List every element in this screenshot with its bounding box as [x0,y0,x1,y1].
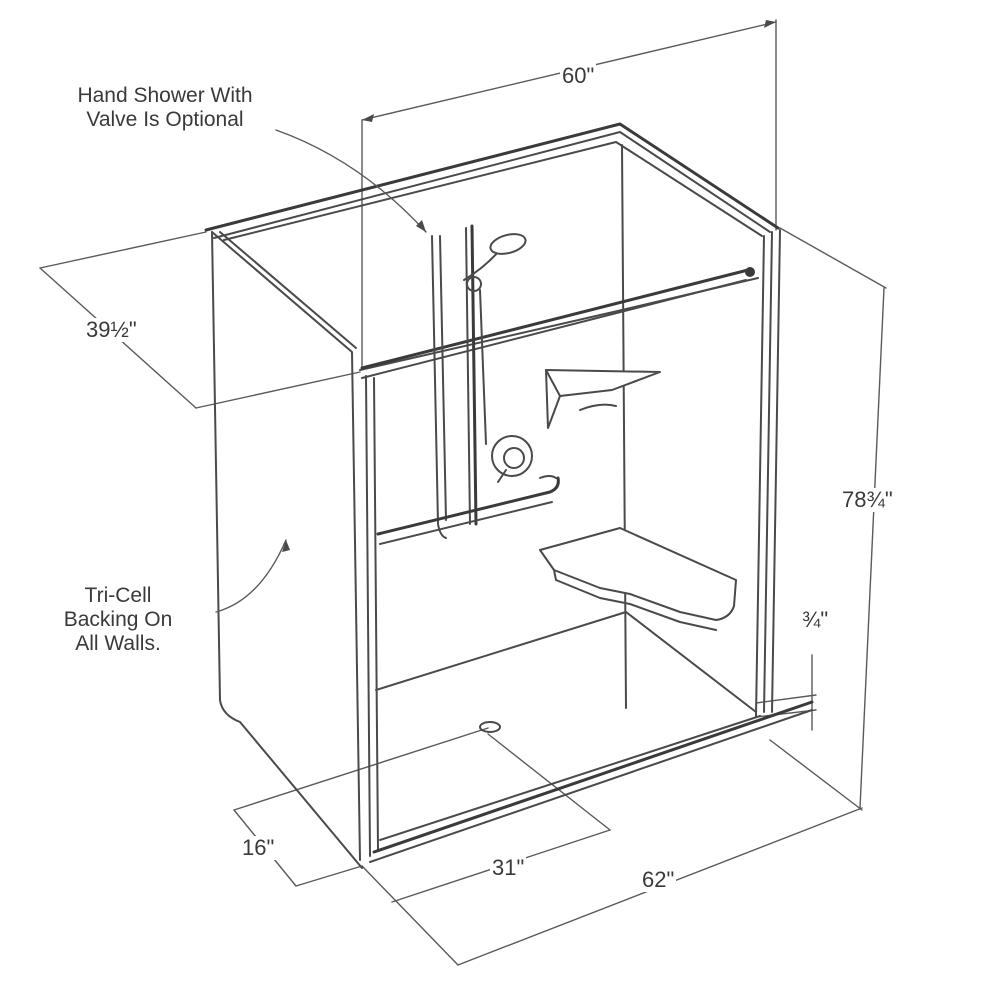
tricell-label-line1: Tri-Cell [84,584,152,607]
tricell-label: Tri-Cell Backing On All Walls. [28,584,208,656]
dim-drain-side-label: 31" [490,855,527,880]
shower-floor [369,611,814,863]
soap-shelf [545,369,661,429]
hand-shower-label-line1: Hand Shower With [77,84,253,107]
hand-shower-label: Hand Shower With Valve Is Optional [50,84,280,132]
leader-tricell [215,539,287,613]
left-side-wall [211,231,363,869]
dim-depth-label: 39½" [84,317,139,342]
dimension-height [769,227,887,811]
grab-bar [376,475,560,545]
tricell-label-line2: Backing On [63,608,173,631]
dimension-drain-front [233,727,489,887]
shower-seat [539,527,737,631]
leader-hand-shower [275,129,427,233]
hand-shower [431,224,527,539]
tricell-label-line3: All Walls. [75,632,161,655]
dim-drain-front-label: 16" [240,835,277,860]
dim-top-width-label: 60" [560,63,597,88]
right-wall [621,229,781,717]
dim-threshold-label: ¾" [800,607,831,632]
shower-valve [491,435,533,483]
back-wall [204,122,780,857]
dim-height-label: 78¾" [840,487,895,512]
hand-shower-label-line2: Valve Is Optional [86,108,244,131]
curtain-rod [360,267,755,379]
dim-overall-width-label: 62" [640,867,677,892]
